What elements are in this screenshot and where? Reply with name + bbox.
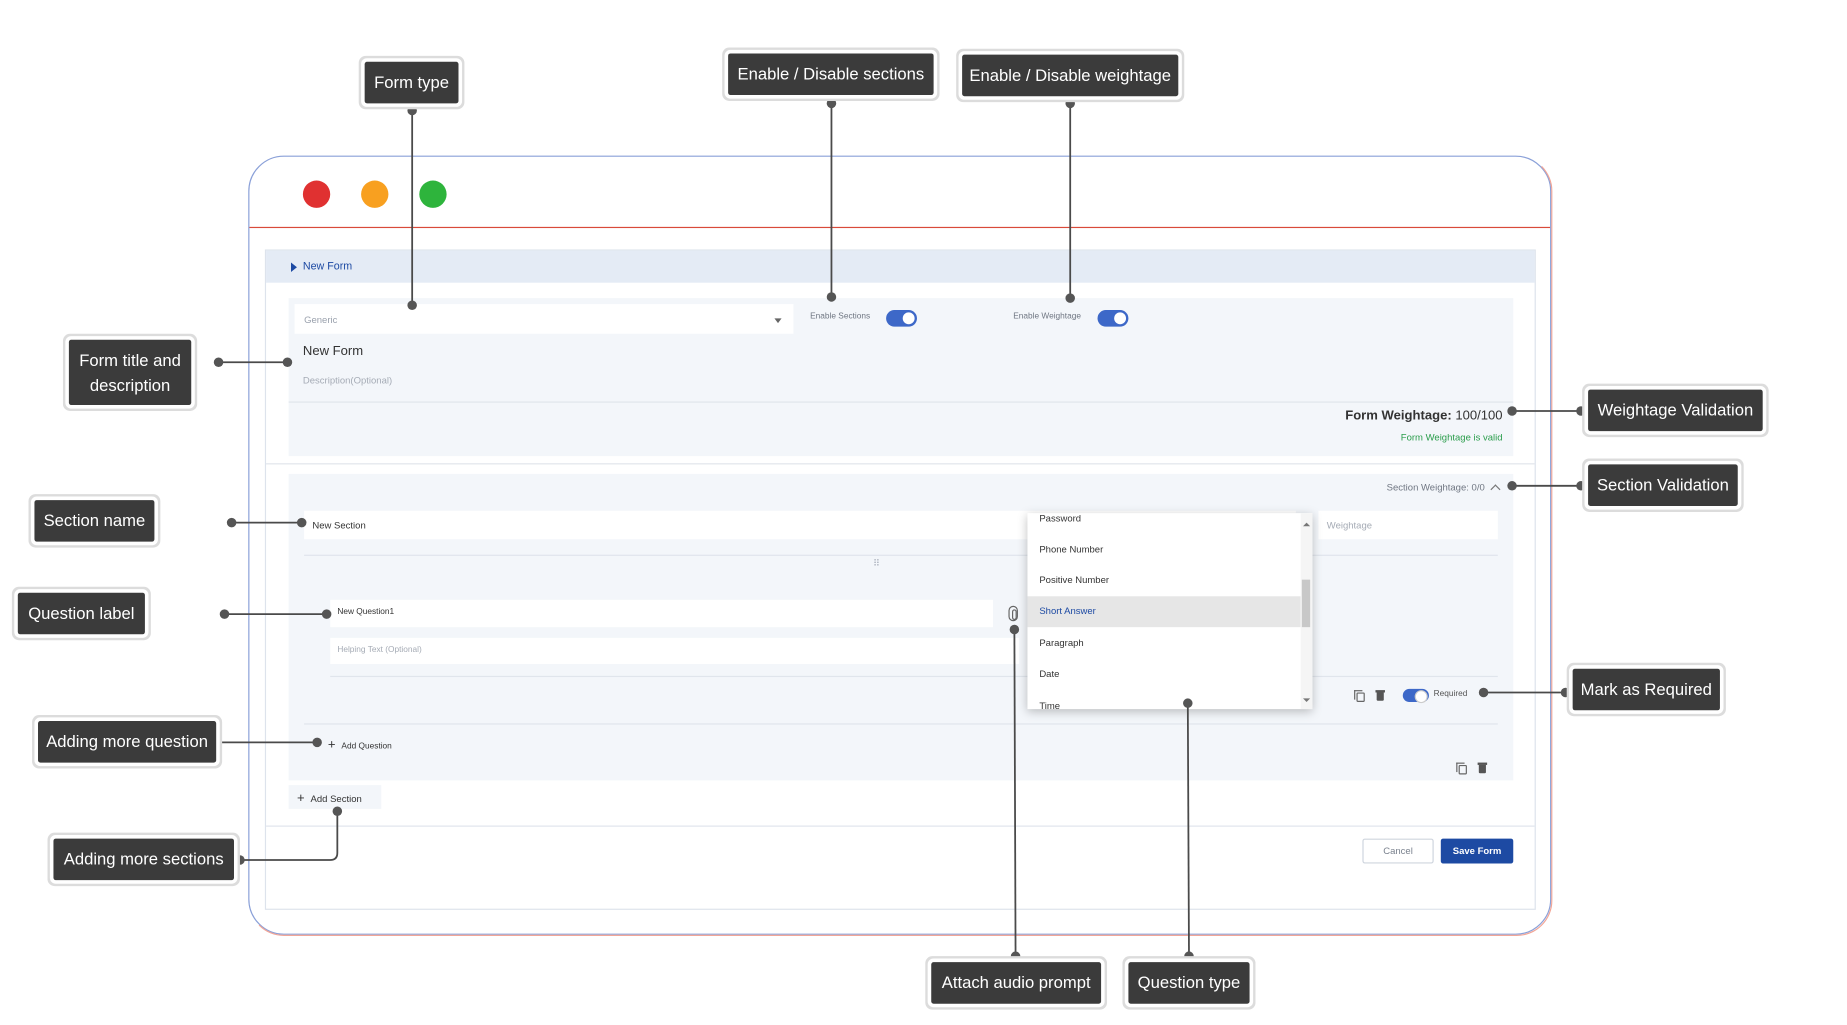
add-question-button[interactable]: + Add Question (328, 738, 392, 752)
question-label-input[interactable]: New Question1 (330, 599, 994, 628)
callout-form-title-description: Form title and description (68, 339, 192, 406)
question-type-option[interactable]: Paragraph (1039, 637, 1084, 649)
drag-handle-icon[interactable]: ⠿ (873, 558, 882, 569)
form-description-input[interactable]: Description(Optional) (302, 375, 393, 387)
close-window-dot[interactable] (302, 180, 331, 208)
plus-icon: + (296, 791, 305, 806)
delete-question-icon[interactable] (1375, 690, 1385, 701)
divider (304, 554, 1498, 556)
cancel-button[interactable]: Cancel (1362, 838, 1434, 864)
question-type-option[interactable]: Time (1039, 700, 1061, 710)
scroll-down-icon[interactable] (1303, 698, 1311, 702)
divider (266, 463, 1535, 465)
form-builder: New Form Generic Enable Sections Enable … (264, 249, 1536, 910)
callout-section-name: Section name (34, 500, 155, 542)
callout-section-validation: Section Validation (1588, 464, 1738, 507)
divider (304, 723, 1498, 725)
callout-question-type: Question type (1128, 962, 1250, 1004)
callout-form-title-line2: description (89, 374, 171, 394)
breadcrumb-label: New Form (302, 260, 353, 273)
maximize-window-dot[interactable] (419, 180, 447, 208)
delete-section-icon[interactable] (1477, 762, 1488, 774)
scrollbar-thumb[interactable] (1301, 579, 1311, 628)
callout-adding-question: Adding more question (38, 720, 217, 763)
save-form-button[interactable]: Save Form (1440, 838, 1514, 864)
add-section-button[interactable]: + Add Section (288, 785, 382, 809)
callout-weightage-validation: Weightage Validation (1588, 389, 1763, 432)
question-type-option[interactable]: Positive Number (1039, 574, 1110, 586)
title-bar-divider (249, 226, 1551, 229)
copy-question-icon[interactable] (1354, 690, 1365, 702)
attach-audio-icon[interactable] (1008, 605, 1018, 622)
caret-right-icon (291, 262, 297, 273)
callout-question-label: Question label (17, 592, 145, 635)
minimize-window-dot[interactable] (361, 180, 389, 208)
enable-weightage-label: Enable Weightage (1013, 312, 1082, 321)
chevron-up-icon[interactable] (1490, 484, 1501, 495)
helping-text-placeholder: Helping Text (Optional) (337, 646, 422, 655)
divider (266, 825, 1535, 827)
callout-attach-audio: Attach audio prompt (931, 962, 1102, 1004)
question-type-dropdown[interactable]: Password Phone Number Positive Number Sh… (1027, 513, 1313, 710)
form-header-card: Generic Enable Sections Enable Weightage… (288, 298, 1514, 457)
callout-form-title-line1: Form title and (79, 349, 181, 369)
form-weightage: Form Weightage: 100/100 (1345, 409, 1502, 423)
enable-weightage-toggle[interactable] (1097, 310, 1129, 327)
callout-mark-required: Mark as Required (1572, 668, 1720, 711)
question-type-option[interactable]: Phone Number (1039, 544, 1104, 555)
form-type-value: Generic (304, 314, 338, 326)
plus-icon: + (327, 737, 336, 752)
section-weightage-input[interactable]: Weightage (1318, 510, 1498, 540)
add-section-label: Add Section (310, 793, 362, 805)
question-type-option-selected[interactable]: Short Answer (1027, 596, 1301, 628)
form-type-select[interactable]: Generic (294, 304, 794, 334)
question-type-option[interactable]: Date (1039, 668, 1060, 680)
dropdown-scrollbar[interactable] (1300, 513, 1313, 710)
breadcrumb[interactable]: New Form (266, 250, 1535, 283)
copy-section-icon[interactable] (1456, 762, 1467, 775)
section-card: Section Weightage: 0/0 New Section Weigh… (288, 473, 1514, 781)
helping-text-input[interactable]: Helping Text (Optional) (330, 637, 1020, 664)
form-weightage-status: Form Weightage is valid (1400, 432, 1503, 444)
callout-enable-weightage: Enable / Disable weightage (962, 54, 1179, 97)
callout-adding-sections: Adding more sections (53, 838, 234, 881)
form-weightage-value: 100/100 (1455, 408, 1503, 423)
scroll-up-icon[interactable] (1303, 522, 1311, 527)
required-label: Required (1433, 690, 1468, 699)
add-question-label: Add Question (341, 742, 392, 751)
weightage-placeholder: Weightage (1326, 520, 1373, 531)
question-type-option[interactable]: Password (1039, 513, 1082, 524)
browser-window: New Form Generic Enable Sections Enable … (247, 155, 1552, 936)
chevron-down-icon (774, 318, 782, 324)
required-toggle[interactable] (1402, 688, 1429, 704)
question-label-value: New Question1 (337, 608, 395, 617)
section-name-value: New Section (312, 520, 366, 531)
enable-sections-label: Enable Sections (810, 312, 871, 321)
section-weightage: Section Weightage: 0/0 (1386, 482, 1485, 493)
callout-form-type: Form type (364, 61, 459, 104)
form-weightage-label: Form Weightage: (1345, 408, 1452, 423)
divider (330, 675, 1498, 678)
divider (288, 401, 1514, 403)
callout-enable-sections: Enable / Disable sections (728, 53, 934, 96)
form-title-input[interactable]: New Form (302, 344, 364, 359)
enable-sections-toggle[interactable] (886, 310, 917, 327)
